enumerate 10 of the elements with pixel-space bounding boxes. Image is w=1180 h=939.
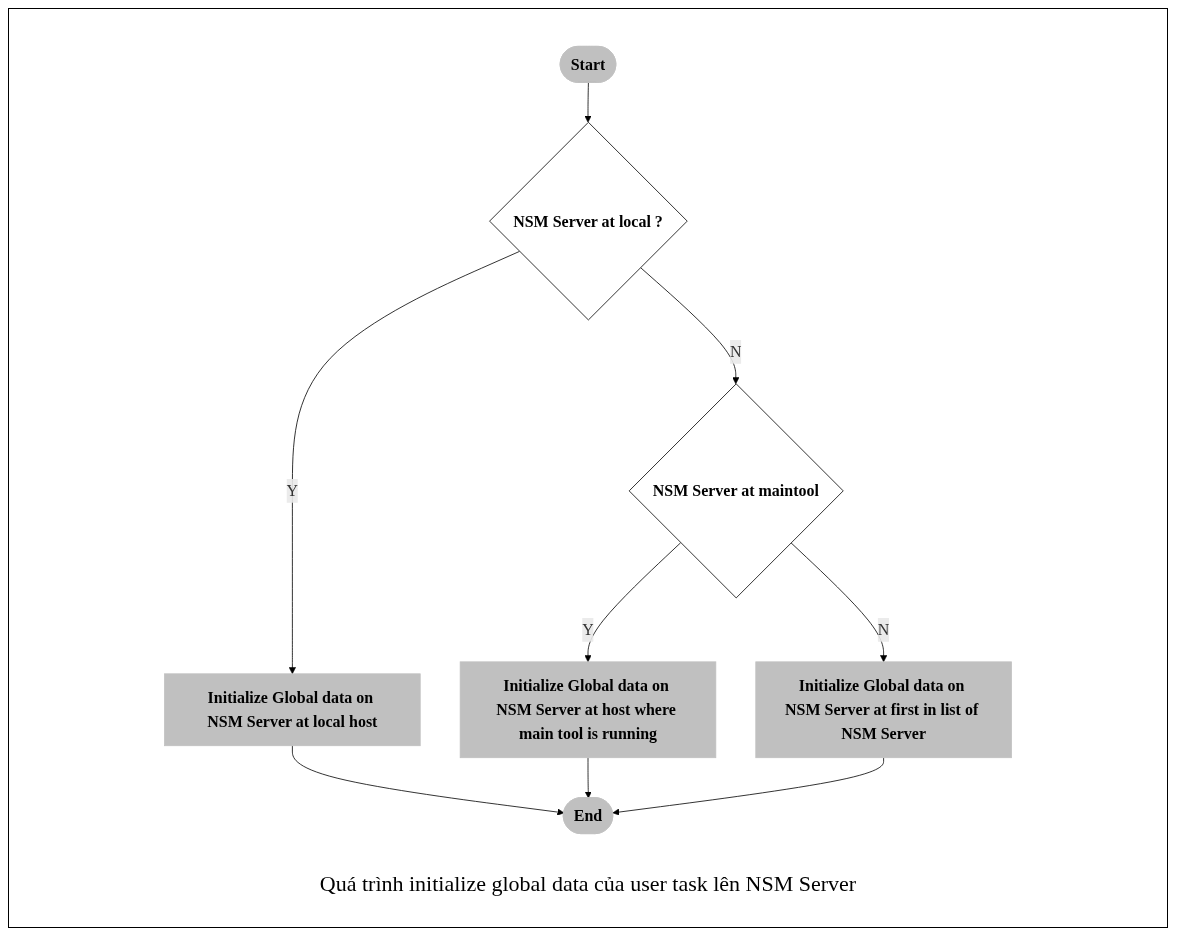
node-diamond: NSM Server at maintool [628, 383, 844, 599]
node-diamond: NSM Server at local ? [489, 121, 688, 321]
edge-label: N [730, 343, 742, 361]
edge-label: Y [582, 621, 594, 639]
node-box: Initialize Global data on NSM Server at host where main tool is running [459, 661, 717, 759]
caption: Quá trình initialize global data của user task lên NSM Server [319, 871, 857, 897]
node-box: Initialize Global data on NSM Server at first in list of NSM Server [755, 661, 1012, 759]
edge-label: Y [286, 482, 299, 500]
edge-label: N [877, 621, 890, 639]
node-box: Initialize Global data on NSM Server at local host [164, 673, 421, 747]
